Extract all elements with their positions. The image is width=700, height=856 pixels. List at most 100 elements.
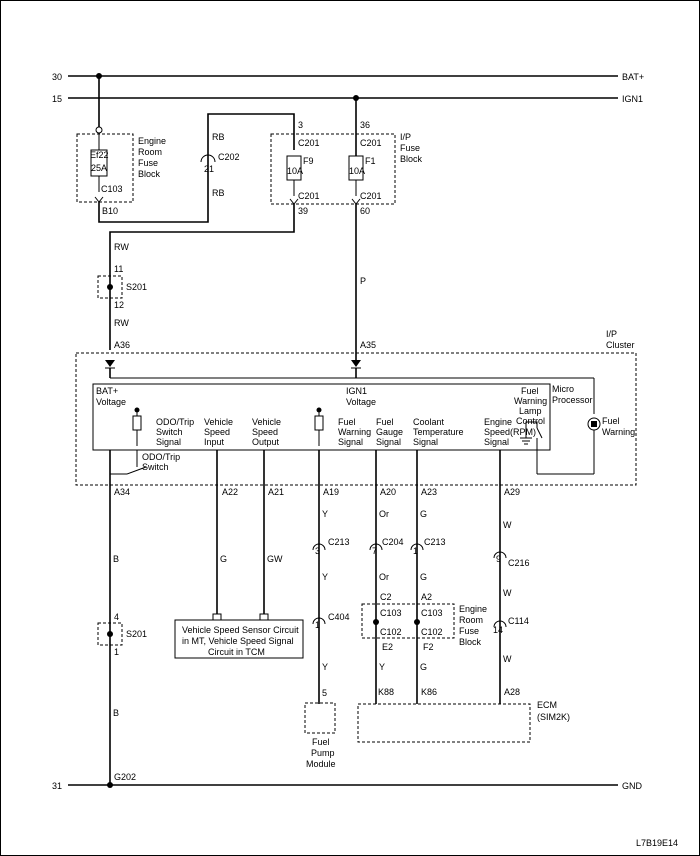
vss-out-3: Output <box>252 437 280 447</box>
rpm-2: Speed(RPM) <box>484 427 536 437</box>
vss-in-wire: G <box>220 554 227 564</box>
f1-pin-bottom: 60 <box>360 206 370 216</box>
fuse-ef22-connector: C103 <box>101 184 123 194</box>
c202-wire-top: RB <box>212 132 225 142</box>
engine-room-label-1: Engine <box>138 136 166 146</box>
c202-pin: 21 <box>204 164 214 174</box>
ecm-pin-a28: A28 <box>504 687 520 697</box>
rail-30: 30 BAT+ <box>52 72 644 82</box>
micro-label-1: Micro <box>552 384 574 394</box>
f9-pin-top: 3 <box>298 120 303 130</box>
c404-pin: 1 <box>315 620 320 630</box>
engine-room-fuse-block-2: C2 A2 C103 C103 C102 C102 E2 F2 Engine R… <box>361 592 487 652</box>
f1-conn-bottom: C201 <box>360 191 382 201</box>
rail-31-number: 31 <box>52 781 62 791</box>
pin-a23: A23 <box>421 487 437 497</box>
ecm-pin-k86: K86 <box>421 687 437 697</box>
c213b-pin: 1 <box>413 546 418 556</box>
pin-a19: A19 <box>323 487 339 497</box>
f9-name: F9 <box>303 156 314 166</box>
f9-conn-bottom: C201 <box>298 191 320 201</box>
fuse-block-outline <box>76 133 134 203</box>
c404-name: C404 <box>328 612 350 622</box>
ground-splice-dot <box>107 782 113 788</box>
c216-name: C216 <box>508 558 530 568</box>
fuel-lamp-label-4: Control <box>516 416 545 426</box>
c216-pin: 9 <box>496 554 501 564</box>
c213a-pin: 3 <box>315 546 320 556</box>
fuel-lamp-label-2: Warning <box>514 396 547 406</box>
fuel-warn-1: Fuel <box>338 417 356 427</box>
splice-s201-bottom: 4 S201 1 <box>97 612 147 657</box>
odo-trip-switch <box>126 466 147 475</box>
cluster-pin-a36: A36 <box>114 340 130 350</box>
ground-name: G202 <box>114 772 136 782</box>
s201-top-dot <box>107 284 113 290</box>
f2-label: F2 <box>423 642 434 652</box>
f9-pin-bottom: 39 <box>298 206 308 216</box>
fuel-pump-label-3: Module <box>306 759 336 769</box>
ecm-module: K88 K86 A28 ECM (SIM2K) <box>357 687 570 743</box>
fuel-warn-wire-bot: Y <box>322 662 328 672</box>
s201-top-outline <box>97 275 123 299</box>
coolant-wire-mid: G <box>420 572 427 582</box>
rail-15: 15 IGN1 <box>52 94 643 104</box>
odo-switch-label-2: Switch <box>142 462 169 472</box>
fuse-block-2-outline <box>361 603 455 639</box>
s201b-pin-top: 4 <box>114 612 119 622</box>
coolant-2: Temperature <box>413 427 464 437</box>
s201-wire-out: RW <box>114 318 129 328</box>
rail-15-label: IGN1 <box>622 94 643 104</box>
s201-wire-in: RW <box>114 242 129 252</box>
ecm-label-2: (SIM2K) <box>537 712 570 722</box>
fuel-warn-3: Signal <box>338 437 363 447</box>
c2-label: C2 <box>380 592 392 602</box>
f1-name: F1 <box>365 156 376 166</box>
rpm-1: Engine <box>484 417 512 427</box>
fuel-warn-2: Warning <box>338 427 371 437</box>
pin-a21: A21 <box>268 487 284 497</box>
rpm-3: Signal <box>484 437 509 447</box>
vss-out-wire: GW <box>267 554 283 564</box>
c103-left: C103 <box>380 608 402 618</box>
bat-label-1: BAT+ <box>96 386 118 396</box>
f1-pin-top: 36 <box>360 120 370 130</box>
fuel-gauge-wire-top: Or <box>379 509 389 519</box>
vss-box-line1: Vehicle Speed Sensor Circuit <box>182 625 299 635</box>
vss-in-2: Speed <box>204 427 230 437</box>
rpm-wire-top: W <box>503 520 512 530</box>
figure-id: L7B19E14 <box>636 838 678 848</box>
engine-room-label-2: Room <box>138 147 162 157</box>
ecm-pin-k88: K88 <box>378 687 394 697</box>
coolant-wire-top: G <box>420 509 427 519</box>
connector-c202: RB C202 21 RB <box>200 132 240 198</box>
rail-31-label: GND <box>622 781 643 791</box>
fuel-warn-wire-top: Y <box>322 509 328 519</box>
engine-room-label-4: Block <box>138 169 161 179</box>
s201b-pin-bottom: 1 <box>114 647 119 657</box>
ip-fuse-label-2: Fuse <box>400 143 420 153</box>
s201-top-name: S201 <box>126 282 147 292</box>
ip-fuse-label-3: Block <box>400 154 423 164</box>
fuel-warning-label-2: Warning <box>602 427 635 437</box>
s201b-name: S201 <box>126 629 147 639</box>
c103-right: C103 <box>421 608 443 618</box>
splice-s201-top: RW 11 S201 12 RW <box>97 242 147 328</box>
cluster-label-2: Cluster <box>606 340 635 350</box>
ecm-outline <box>357 703 531 743</box>
ground-wire: B <box>113 708 119 718</box>
cluster-label-1: I/P <box>606 329 617 339</box>
erfb2-label-2: Room <box>459 615 483 625</box>
wire-rw <box>109 204 295 350</box>
fuel-pump-label-1: Fuel <box>312 737 330 747</box>
wire-rb <box>98 113 295 223</box>
fuel-warn-resistor <box>314 415 324 431</box>
vss-out-2: Speed <box>252 427 278 437</box>
fuel-warn-wire-mid: Y <box>322 572 328 582</box>
pin-a29: A29 <box>504 487 520 497</box>
engine-room-label-3: Fuse <box>138 158 158 168</box>
coolant-1: Coolant <box>413 417 445 427</box>
ign-label-2: Voltage <box>346 397 376 407</box>
bat-label-2: Voltage <box>96 397 126 407</box>
odo-switch-label-1: ODO/Trip <box>142 452 180 462</box>
